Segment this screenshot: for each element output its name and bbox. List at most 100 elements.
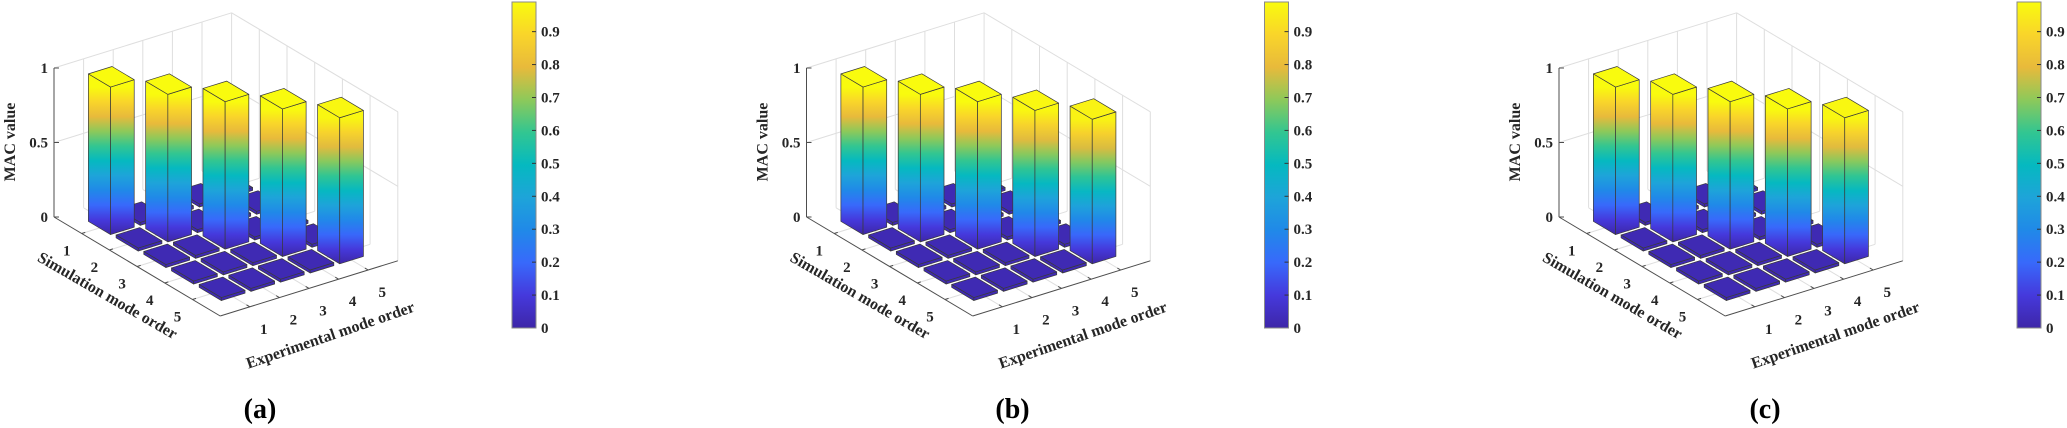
y-tick-mark	[81, 231, 86, 234]
colorbar-tick-label: 0	[541, 321, 549, 337]
x-tick-mark	[305, 285, 310, 289]
x-axis-title: Experimental mode order	[997, 299, 1170, 373]
bar-s4-e1	[1676, 260, 1723, 285]
x-tick-mark	[1117, 267, 1121, 271]
colorbar-tick-label: 0	[2046, 321, 2054, 337]
bar-top-face	[145, 73, 192, 95]
y-tick-label: 1	[63, 244, 71, 260]
x-tick-label: 1	[1765, 322, 1773, 338]
bar-right-face	[282, 101, 307, 257]
colorbar-tick-label: 0.5	[541, 156, 560, 172]
y-tick-label: 5	[926, 310, 934, 326]
bar-s4-e4	[1764, 88, 1812, 257]
bar-left-face	[1822, 104, 1846, 265]
bar-s5-e5	[317, 96, 364, 265]
bar-top-face	[951, 276, 998, 298]
y-tick-mark	[164, 281, 169, 284]
y-tick-mark	[944, 297, 949, 300]
bar-s4-e3	[1735, 241, 1782, 267]
x-tick-mark	[246, 304, 251, 308]
bar-top-face	[143, 243, 190, 265]
bar-left-face	[317, 104, 341, 265]
y-tick-mark	[109, 248, 114, 251]
bar-top-face	[88, 66, 135, 88]
colorbar-tick-label: 0.7	[1294, 90, 1313, 106]
bar-s2-e1	[1620, 227, 1668, 252]
bar-s2-e2	[145, 73, 192, 243]
colorbar-tick-label: 0	[1294, 321, 1302, 337]
bar-top-face	[1707, 80, 1755, 103]
bar-left-face	[1593, 73, 1616, 235]
y-tick-mark	[1697, 297, 1702, 300]
bar-left-face	[955, 88, 978, 250]
bar-s3-e2	[1678, 234, 1725, 259]
bar-top-face	[200, 250, 248, 273]
bar-s4-e2	[200, 250, 248, 276]
y-tick-label: 1	[815, 244, 823, 260]
bar-s4-e3	[230, 241, 277, 267]
bar-top-face	[953, 250, 1000, 273]
x-tick-mark	[1780, 295, 1785, 299]
x-tick-label: 2	[1795, 313, 1803, 329]
bar-s5-e1	[1703, 276, 1751, 301]
y-tick-label: 5	[1679, 310, 1687, 326]
y-tick-mark	[1669, 281, 1674, 284]
y-tick-mark	[1641, 264, 1646, 267]
y-tick-label: 5	[174, 310, 182, 326]
colorbar-tick-label: 0.8	[2046, 58, 2065, 74]
bar-s3-e1	[1648, 243, 1695, 268]
bar-right-face	[1091, 111, 1117, 265]
bar-top-face	[1678, 234, 1725, 256]
y-tick-label: 4	[899, 293, 907, 309]
bar-top-face	[1648, 243, 1695, 265]
bar-s5-e3	[1763, 258, 1810, 283]
z-axis-title: MAC value	[1507, 103, 1524, 182]
bar-s5-e3	[1010, 258, 1058, 283]
bar-s5-e5	[1069, 98, 1117, 265]
x-tick-label: 3	[319, 303, 327, 319]
colorbar-tick-label: 0.3	[2046, 222, 2065, 238]
colorbar-tick-label: 0.9	[541, 25, 560, 41]
bar-top-face	[173, 234, 220, 256]
bar-left-face	[1764, 95, 1788, 257]
bar-right-face	[1615, 79, 1640, 235]
bar-s1-e1	[840, 66, 888, 235]
bar-right-face	[1787, 101, 1812, 257]
bar-top-face	[868, 227, 915, 249]
bar-right-face	[1729, 93, 1755, 250]
bar-left-face	[897, 80, 921, 243]
colorbar-tick-label: 0.7	[541, 90, 560, 106]
bar-top-face	[1012, 89, 1059, 111]
colorbar-tick-label: 0.5	[2046, 156, 2065, 172]
panel-label: (b)	[995, 394, 1029, 425]
x-tick-label: 5	[378, 285, 386, 301]
colorbar-tick-label: 0.4	[541, 189, 560, 205]
z-tick-label: 0	[1546, 210, 1554, 226]
colorbar: 00.10.20.30.40.50.60.70.80.9	[1264, 1, 1313, 337]
colorbar-tick-label: 0.5	[1294, 156, 1313, 172]
z-axis-title: MAC value	[2, 103, 19, 182]
bar-top-face	[317, 96, 364, 119]
bar-s4-e4	[259, 88, 307, 257]
colorbar-tick-label: 0.6	[1294, 123, 1313, 139]
y-tick-mark	[889, 264, 894, 267]
colorbar-tick-label: 0.2	[2046, 255, 2065, 271]
bar-right-face	[224, 93, 250, 250]
bar-s3-e3	[1707, 80, 1755, 250]
bar-top-face	[1733, 267, 1780, 289]
colorbar: 00.10.20.30.40.50.60.70.80.9	[2016, 1, 2065, 337]
bar-top-face	[955, 80, 1002, 103]
bar-right-face	[167, 86, 192, 243]
bar-s3-e3	[955, 80, 1002, 250]
x-tick-label: 1	[260, 322, 268, 338]
bar-s5-e2	[1733, 267, 1780, 292]
bar-left-face	[1012, 96, 1036, 257]
bar-s4-e1	[923, 260, 971, 285]
bar-top-face	[259, 88, 307, 110]
colorbar-tick-label: 0.3	[541, 222, 560, 238]
x-tick-mark	[1751, 304, 1756, 308]
bar-right-face	[110, 79, 135, 235]
